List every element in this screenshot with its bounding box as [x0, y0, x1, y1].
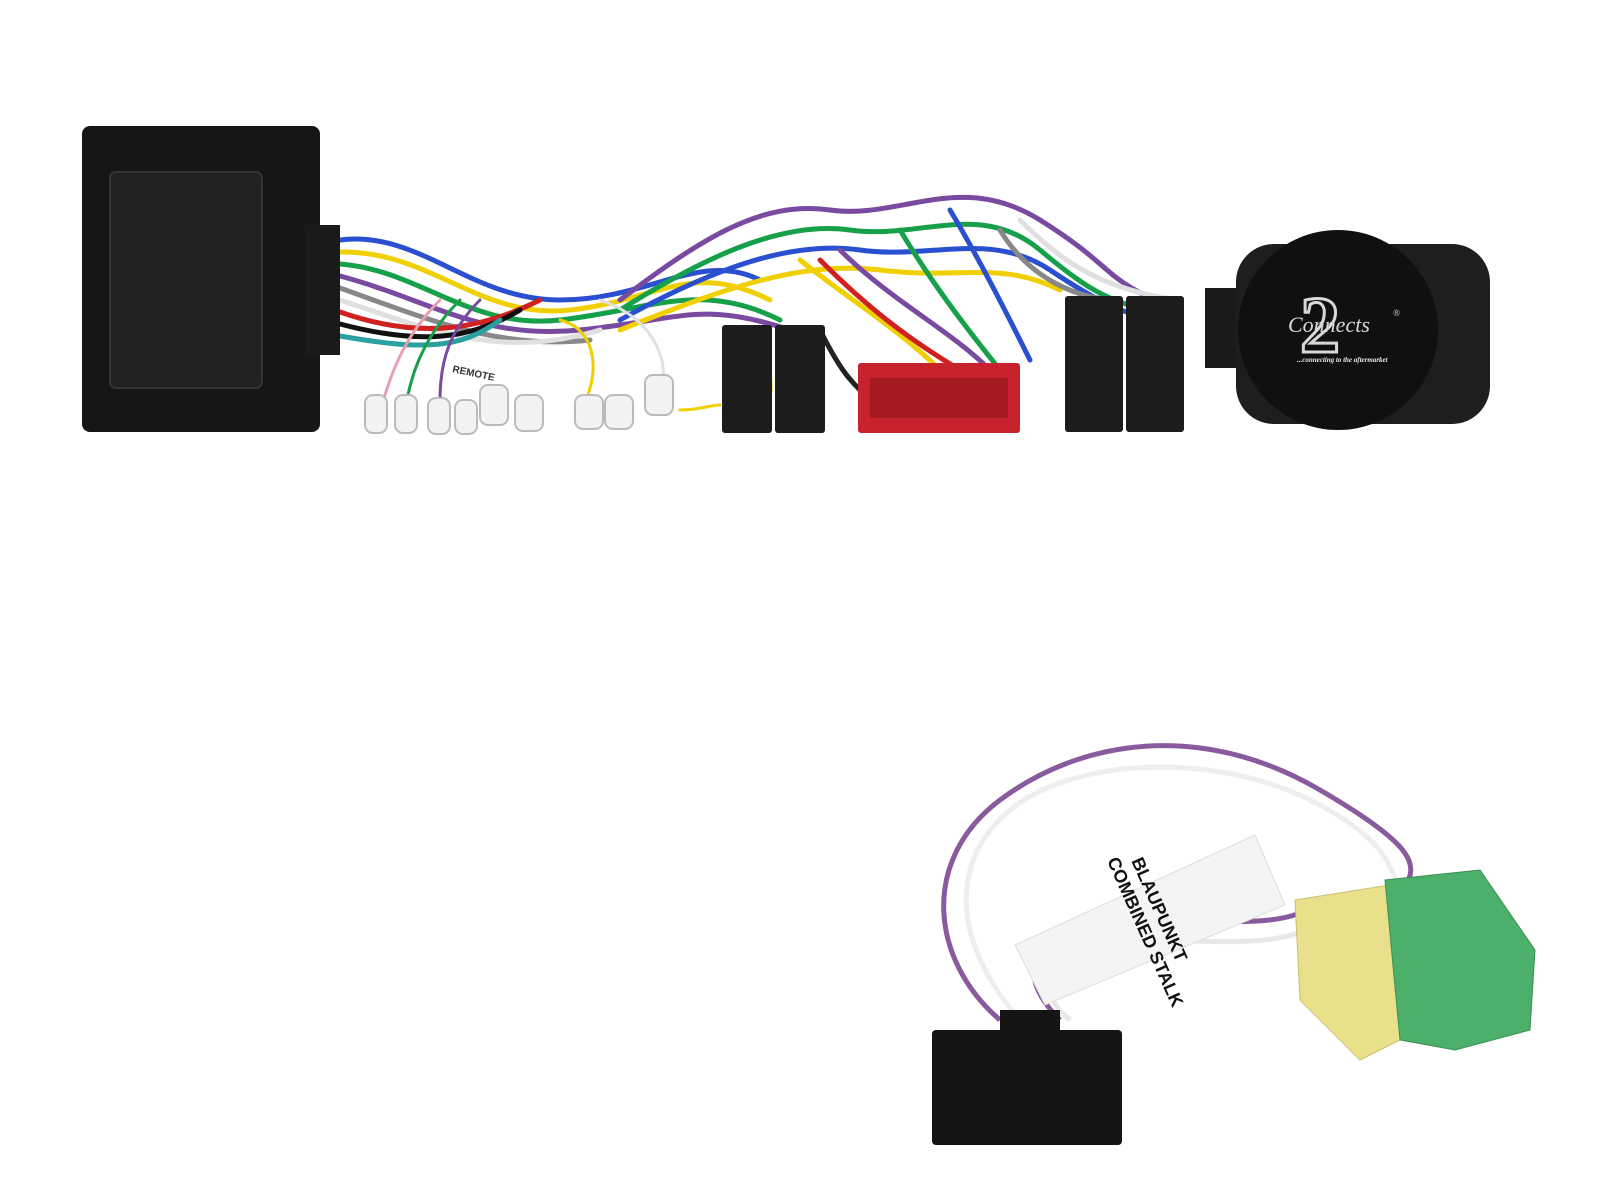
svg-text:2: 2 [1300, 282, 1340, 370]
iso-connector-black-right [1065, 296, 1184, 432]
svg-text:Connects: Connects [1288, 312, 1370, 337]
iso-connector-black-left [722, 325, 825, 433]
connects2-logo: 2 Connects ® ...connecting to the afterm… [1288, 281, 1400, 372]
mini-iso-connector-yellow [1294, 884, 1401, 1061]
mini-iso-connector-green [1384, 869, 1536, 1051]
iso-connector-red [858, 363, 1020, 433]
interface-module-box [82, 126, 340, 432]
spade-terminals [364, 374, 674, 435]
twelve-pin-connector [932, 1010, 1122, 1145]
connects2-module [1205, 230, 1490, 430]
svg-text:...connecting to the aftermark: ...connecting to the aftermarket [1297, 356, 1389, 364]
wire-harness [337, 195, 1183, 412]
svg-text:®: ® [1393, 308, 1400, 318]
